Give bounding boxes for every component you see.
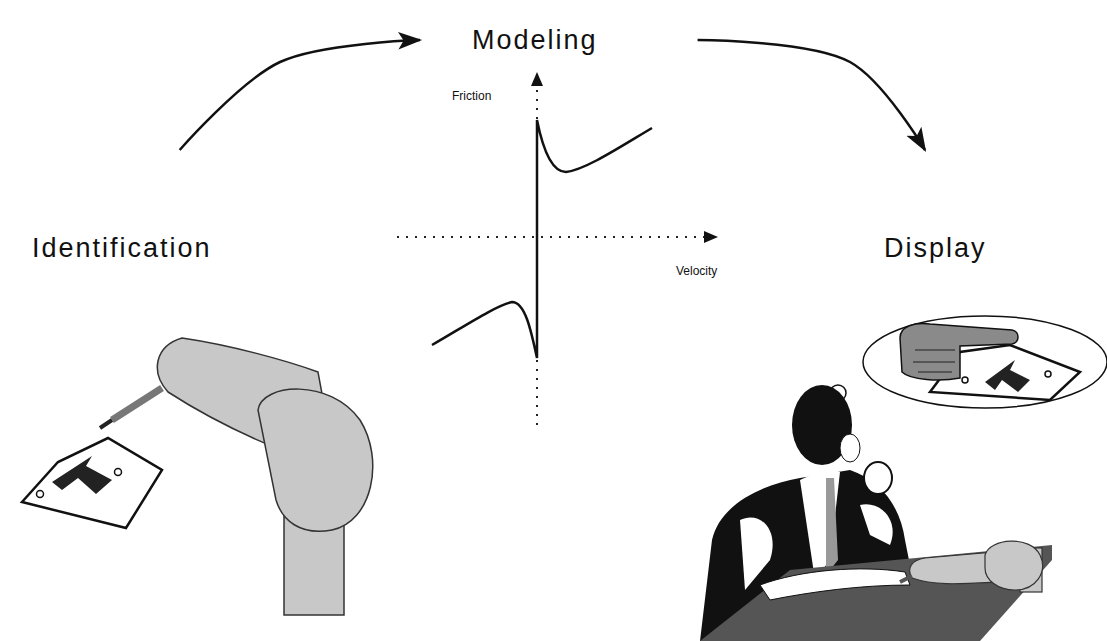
axis-arrow — [704, 231, 718, 243]
suit-highlight — [740, 517, 773, 590]
screw — [1045, 371, 1051, 377]
axis-label: Velocity — [676, 264, 717, 278]
stage-title: Display — [884, 232, 987, 264]
process-arrow — [698, 40, 925, 150]
fist — [864, 462, 892, 494]
arm-on-desk — [760, 569, 910, 600]
friction-curve — [537, 120, 652, 237]
x-axis — [397, 236, 704, 238]
stage-node: Display — [880, 150, 993, 268]
stage-node: Modeling — [420, 22, 698, 58]
thought-bubble — [818, 316, 1107, 422]
stylus — [112, 388, 162, 420]
bubble — [863, 316, 1107, 408]
robot-arm — [22, 338, 373, 615]
plate — [22, 438, 162, 528]
tie — [826, 478, 838, 575]
device-shoulder — [985, 541, 1042, 590]
robot-shoulder — [258, 389, 373, 531]
plate-slot — [52, 456, 112, 494]
axis-arrow — [531, 72, 543, 86]
shirt — [800, 470, 840, 580]
screw — [37, 491, 44, 498]
stage-node: Identification — [28, 150, 218, 268]
finger-lines — [913, 350, 955, 372]
haptic-device — [900, 541, 1042, 592]
device-stylus — [900, 576, 912, 582]
screw — [115, 469, 122, 476]
stylus-tip — [100, 420, 112, 428]
hand-at-chin — [840, 434, 860, 462]
pointing-hand — [900, 324, 1018, 380]
screw — [962, 377, 968, 383]
friction-plot — [397, 72, 718, 425]
stage-title: Identification — [32, 232, 212, 264]
process-arrow — [180, 40, 420, 150]
axis-label: Friction — [452, 89, 491, 103]
stage-title: Modeling — [472, 24, 598, 56]
friction-curve — [432, 237, 537, 358]
suit-highlight — [860, 504, 893, 545]
plate-slot — [985, 360, 1030, 392]
